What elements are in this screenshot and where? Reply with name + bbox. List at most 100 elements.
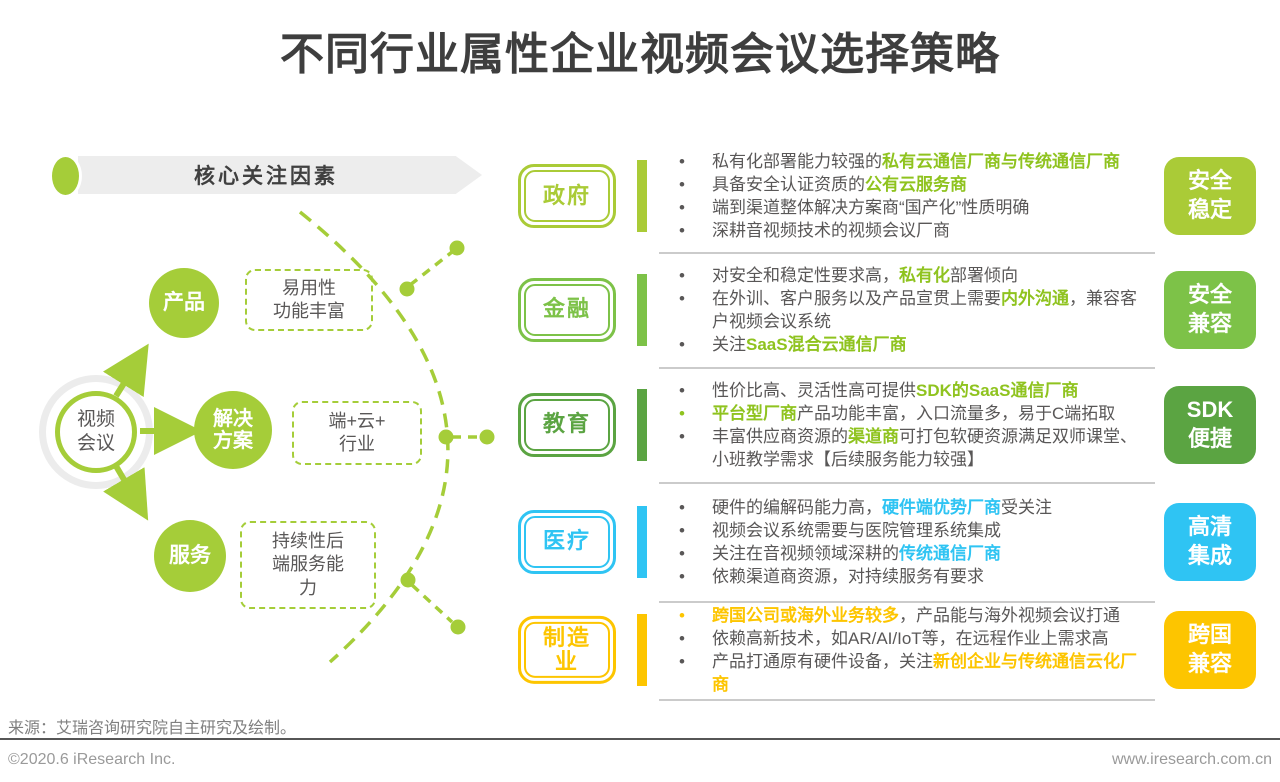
bullet-list: •硬件的编解码能力高，硬件端优势厂商受关注•视频会议系统需要与医院管理系统集成•…: [660, 496, 1152, 588]
bullet-marker: •: [679, 606, 685, 625]
strategy-badge: 跨国 兼容: [1164, 611, 1256, 689]
page-title: 不同行业属性企业视频会议选择策略: [280, 30, 1000, 79]
highlight-text: 私有化: [899, 265, 950, 285]
plain-text: 具备安全认证资质的: [712, 175, 865, 194]
industry-accent-bar: [637, 505, 647, 578]
plain-text: 产品打通原有硬件设备，关注: [712, 652, 933, 671]
arc-end-dot: [449, 240, 465, 256]
bullet-text: 端到渠道整体解决方案商“国产化”性质明确: [712, 196, 1152, 219]
row-separator: [659, 252, 1155, 254]
branch-note-product: 易用性 功能丰富: [245, 269, 373, 331]
branch-circle-product: 产品: [149, 268, 219, 338]
industry-label-box: 医疗: [518, 509, 616, 574]
plain-text: 受关注: [1001, 497, 1052, 517]
bullet-item: • 硬件的编解码能力高，硬件端优势厂商受关注: [660, 496, 1152, 519]
bullet-marker: •: [679, 221, 685, 240]
bullet-item: • 关注SaaS混合云通信厂商: [660, 333, 1152, 356]
focus-banner: 核心关注因素: [78, 156, 482, 194]
bullet-text: 跨国公司或海外业务较多，产品能与海外视频会议打通: [712, 604, 1152, 627]
bullet-item: • 在外训、客户服务以及产品宣贯上需要内外沟通，兼容客户视频会议系统: [660, 287, 1152, 333]
footer-divider: [0, 738, 1280, 740]
plain-text: 深耕音视频技术的视频会议厂商: [712, 221, 950, 240]
row-separator: [659, 601, 1155, 603]
industry-row: 政府 • 私有化部署能力较强的私有云通信厂商与传统通信厂商 • 具备安全认证资质的公有云…: [518, 140, 1260, 252]
industry-label: 制造 业: [524, 621, 610, 679]
bullet-text: 依赖高新技术，如AR/AI/IoT等，在远程作业上需求高: [712, 627, 1152, 650]
arc-end-dot: [450, 619, 466, 635]
bullet-item: •平台型厂商产品功能丰富，入口流量多，易于C端拓取: [660, 402, 1152, 425]
bullet-marker: •: [679, 265, 685, 285]
bullet-text: 关注在音视频领域深耕的传统通信厂商: [712, 542, 1152, 565]
bullet-marker: •: [679, 566, 685, 586]
highlight-text: 私有云通信厂商与传统通信厂商: [882, 152, 1120, 171]
strategy-badge: 安全 稳定: [1164, 157, 1256, 235]
bullet-text: 具备安全认证资质的公有云服务商: [712, 173, 1152, 196]
industry-accent-bar: [637, 614, 647, 686]
bullet-marker: •: [679, 380, 685, 400]
bullet-text: 关注SaaS混合云通信厂商: [712, 333, 1152, 356]
highlight-text: 新创企业与传统通信云化厂商: [712, 652, 1137, 694]
bullet-item: • 视频会议系统需要与医院管理系统集成: [660, 519, 1152, 542]
plain-text: 关注: [712, 334, 746, 354]
highlight-text: 内外沟通: [1001, 288, 1069, 308]
highlight-text: 硬件端优势厂商: [882, 497, 1001, 517]
focus-banner-ellipse: [49, 154, 82, 198]
plain-text: ，兼容客户视频会议系统: [712, 288, 1137, 331]
bullet-marker: •: [679, 520, 685, 540]
branch-circle-service: 服务: [154, 520, 226, 592]
bullet-list: • 性价比高、灵活性高可提供SDK的SaaS通信厂商•平台型厂商产品功能丰富，入口…: [660, 379, 1152, 471]
bullet-text: 依赖渠道商资源，对持续服务有要求: [712, 565, 1152, 588]
industry-label-box: 政府: [518, 164, 616, 228]
strategy-badge: SDK 便捷: [1164, 385, 1256, 464]
industry-label-box: 教育: [518, 392, 616, 457]
bullet-list: • 对安全和稳定性要求高，私有化部署倾向 • 在外训、客户服务以及产品宣贯上需要内外沟…: [660, 264, 1152, 356]
bullet-text: 在外训、客户服务以及产品宣贯上需要内外沟通，兼容客户视频会议系统: [712, 287, 1152, 333]
plain-text: 端到渠道整体解决方案商“国产化”性质明确: [712, 198, 1030, 217]
bullet-marker: •: [679, 334, 685, 354]
strategy-badge: 高清 集成: [1164, 502, 1256, 581]
footer-source: 来源：艾瑞咨询研究院自主研究及绘制。: [8, 720, 297, 737]
bullet-text: 性价比高、灵活性高可提供SDK的SaaS通信厂商: [712, 379, 1152, 402]
highlight-text: 公有云服务商: [865, 175, 967, 194]
bullet-text: 硬件的编解码能力高，硬件端优势厂商受关注: [712, 496, 1152, 519]
industry-accent-bar: [637, 388, 647, 461]
plain-text: 部署倾向: [950, 265, 1018, 285]
bullet-item: • 对安全和稳定性要求高，私有化部署倾向: [660, 264, 1152, 287]
bullet-text: 视频会议系统需要与医院管理系统集成: [712, 519, 1152, 542]
industry-row: 医疗 • 硬件的编解码能力高，硬件端优势厂商受关注 • 视频会议系统需要与医院管理系统集…: [518, 482, 1260, 601]
arc-node-dot: [399, 281, 415, 297]
bullet-marker: •: [679, 426, 685, 446]
row-separator: [659, 482, 1155, 484]
bullet-item: • 依赖渠道商资源，对持续服务有要求: [660, 565, 1152, 588]
bullet-marker: •: [679, 497, 685, 517]
bullet-marker: •: [679, 152, 685, 171]
bullet-item: • 端到渠道整体解决方案商“国产化”性质明确: [660, 196, 1152, 219]
arc-branch-bottom: [410, 583, 454, 624]
branch-circle-solution: 解决 方案: [194, 391, 272, 469]
highlight-text: SaaS混合云通信厂商: [746, 334, 907, 354]
plain-text: 视频会议系统需要与医院管理系统集成: [712, 520, 1001, 540]
plain-text: 丰富供应商资源的: [712, 426, 848, 446]
footer-website: www.iresearch.com.cn: [1111, 751, 1272, 768]
bullet-item: • 丰富供应商资源的渠道商可打包软硬资源满足双师课堂、小班教学需求【后续服务能力较…: [660, 425, 1152, 471]
arc-node-dot: [438, 429, 454, 445]
bullet-text: 深耕音视频技术的视频会议厂商: [712, 219, 1152, 242]
bullet-marker: •: [679, 288, 685, 308]
branch-note-solution: 端+云+ 行业: [292, 401, 422, 465]
focus-banner-label: 核心关注因素: [194, 165, 338, 188]
plain-text: 关注在音视频领域深耕的: [712, 543, 899, 563]
plain-text: 在外训、客户服务以及产品宣贯上需要: [712, 288, 1001, 308]
arc-end-dot: [479, 429, 495, 445]
plain-text: 私有化部署能力较强的: [712, 152, 882, 171]
footer-copyright: ©2020.6 iResearch Inc.: [8, 751, 176, 768]
bullet-marker: •: [679, 198, 685, 217]
branch-note-service: 持续性后 端服务能 力: [240, 521, 376, 609]
bullet-text: 丰富供应商资源的渠道商可打包软硬资源满足双师课堂、小班教学需求【后续服务能力较强…: [712, 425, 1152, 471]
bullet-item: •关注在音视频领域深耕的传统通信厂商: [660, 542, 1152, 565]
plain-text: 硬件的编解码能力高，: [712, 497, 882, 517]
bullet-marker: •: [679, 403, 685, 423]
plain-text: 对安全和稳定性要求高，: [712, 265, 899, 285]
bullet-text: 私有化部署能力较强的私有云通信厂商与传统通信厂商: [712, 150, 1152, 173]
industry-label: 金融: [524, 283, 610, 336]
